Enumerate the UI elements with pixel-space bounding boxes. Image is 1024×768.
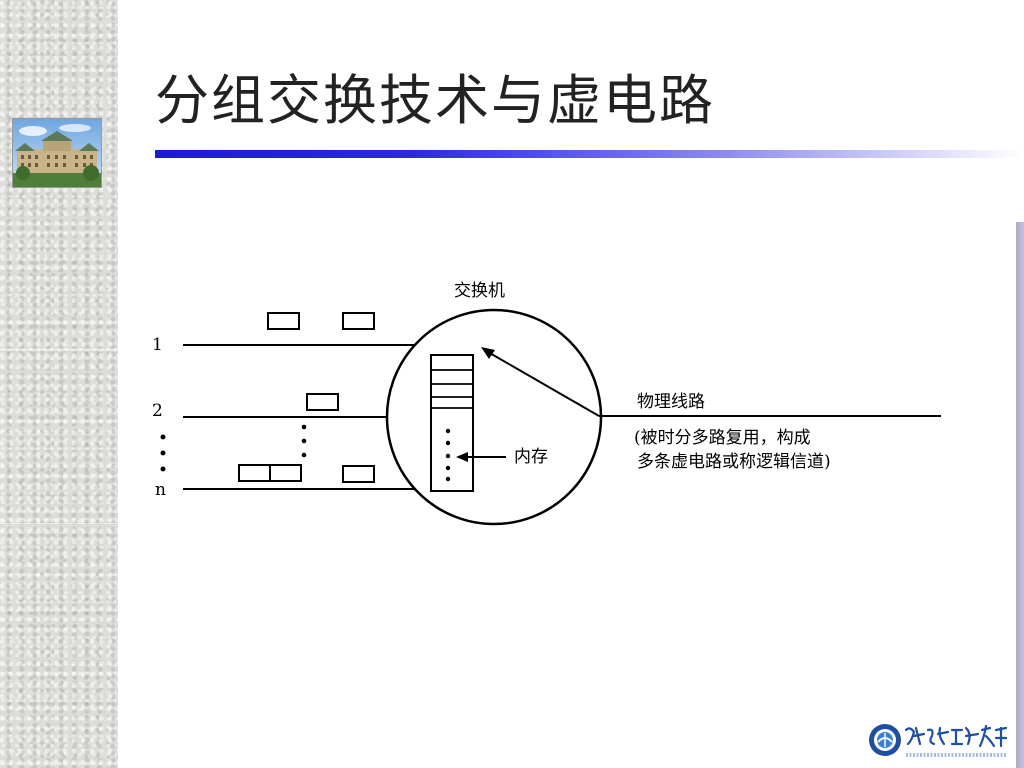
packet-box (342, 465, 375, 483)
note-line-2: 多条虚电路或称逻辑信道) (637, 452, 831, 472)
switch-circle (385, 308, 603, 526)
line-label-n: n (155, 480, 166, 500)
university-logo (869, 724, 1008, 757)
campus-building-photo (12, 118, 102, 188)
note-line-1: (被时分多路复用，构成 (634, 428, 811, 448)
packet-box (269, 464, 302, 482)
line-label-2: 2 (152, 401, 163, 421)
vertical-ellipsis-left (160, 434, 166, 472)
line-label-1: 1 (152, 335, 163, 355)
packet-box (238, 464, 271, 482)
slide-title: 分组交换技术与虚电路 (155, 69, 715, 132)
title-underline (155, 150, 1024, 158)
university-name-wordmark (904, 724, 1008, 748)
university-emblem-icon (869, 724, 901, 756)
switch-label: 交换机 (454, 281, 505, 301)
packet-box (342, 312, 375, 330)
packet-box (267, 312, 300, 330)
memory-arrowhead (456, 452, 468, 462)
physical-line-label: 物理线路 (637, 392, 705, 412)
memory-buffer (430, 354, 474, 492)
memory-label: 内存 (514, 447, 548, 467)
university-subtitle-wordmark (906, 753, 1006, 757)
vertical-ellipsis-middle (301, 424, 307, 458)
physical-link-arrow (487, 351, 600, 417)
right-accent-bar (1016, 222, 1024, 768)
physical-link-arrowhead (481, 347, 495, 359)
packet-box (306, 393, 339, 411)
